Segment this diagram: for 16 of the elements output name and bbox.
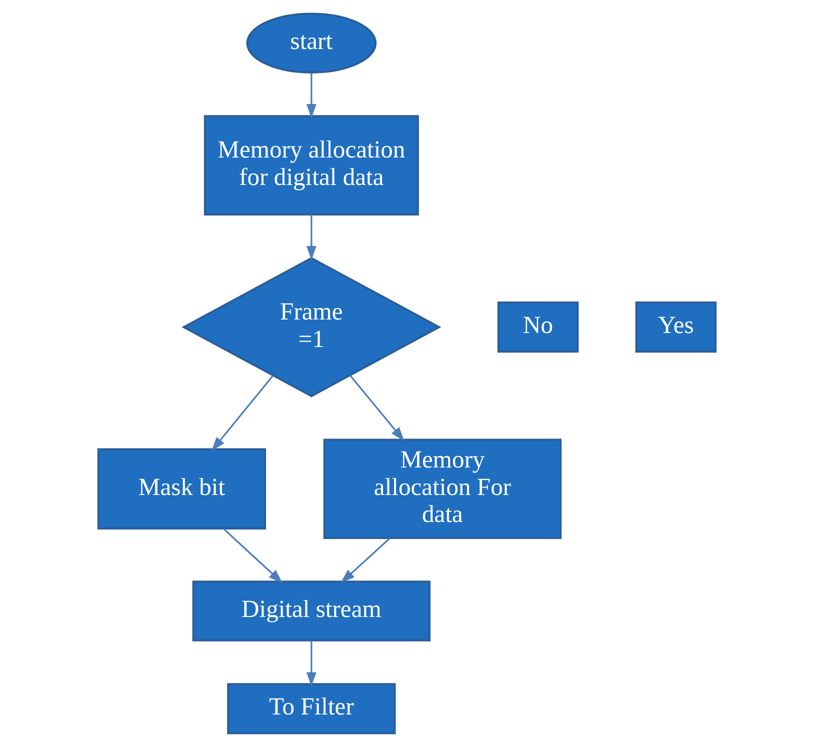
node-diamond: Frame =1 (181, 256, 441, 398)
node-box: Digital stream (192, 580, 430, 642)
arrow (210, 375, 273, 452)
node-box: Memory allocation for digital data (203, 115, 418, 216)
arrow (340, 538, 390, 584)
arrow (306, 72, 316, 118)
node-box: Mask bit (96, 448, 266, 530)
node-box: To Filter (226, 683, 396, 734)
node-box: No (496, 301, 578, 353)
node-ellipse: start (246, 12, 376, 74)
arrow (222, 528, 282, 584)
node-box: Memory allocation For data (322, 438, 562, 540)
node-box: Yes (634, 301, 716, 353)
arrow (306, 640, 316, 686)
arrow (306, 214, 316, 260)
arrow (348, 374, 404, 442)
